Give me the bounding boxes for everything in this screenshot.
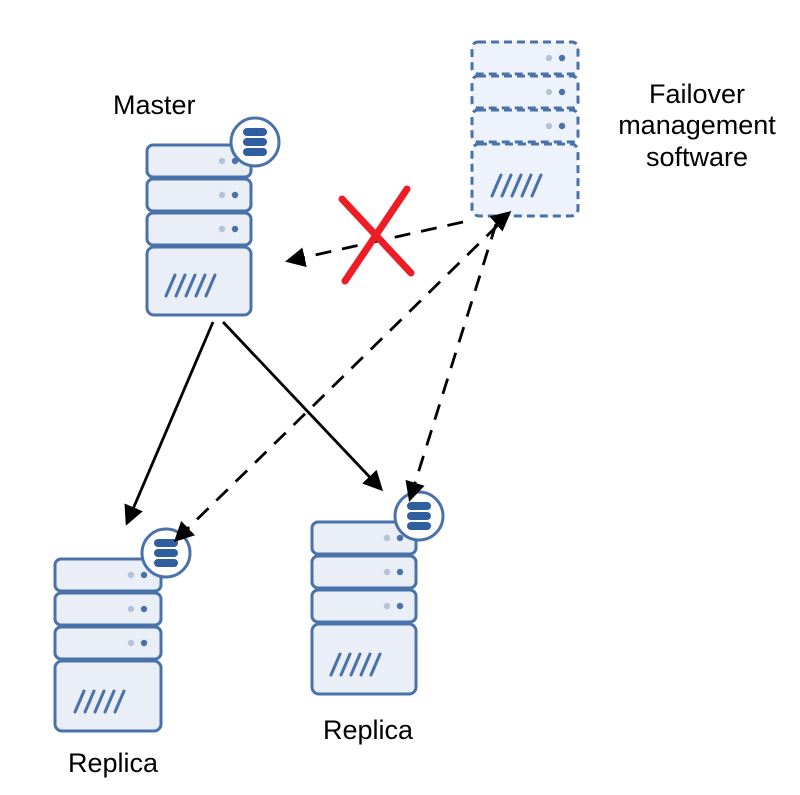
replication-arrow-left [124, 321, 215, 526]
svg-text:software: software [646, 142, 748, 172]
failover-management-server [470, 40, 580, 218]
failover-arrow-to-replica-right [405, 223, 498, 502]
vent-slashes [490, 173, 543, 198]
vent-slashes [164, 273, 217, 298]
database-icon [140, 527, 192, 579]
replica-right-server [310, 520, 418, 696]
database-icon [229, 116, 281, 168]
vent-slashes [329, 652, 382, 677]
replica-right-label: Replica [323, 715, 414, 745]
database-icon [393, 490, 445, 542]
vent-slashes [73, 689, 126, 714]
svg-text:Failover: Failover [649, 79, 745, 109]
replica-left-server [53, 557, 163, 733]
failover-label: Failover management software [618, 79, 776, 172]
failover-arrow-to-replica-left [173, 223, 499, 543]
replication-arrow-right [221, 321, 384, 492]
replica-left-label: Replica [68, 748, 159, 778]
master-server [145, 143, 253, 317]
svg-text:management: management [618, 110, 776, 140]
master-label: Master [113, 90, 196, 120]
x-mark-icon [338, 185, 415, 285]
failover-arrow-head-to-manager [489, 211, 512, 232]
